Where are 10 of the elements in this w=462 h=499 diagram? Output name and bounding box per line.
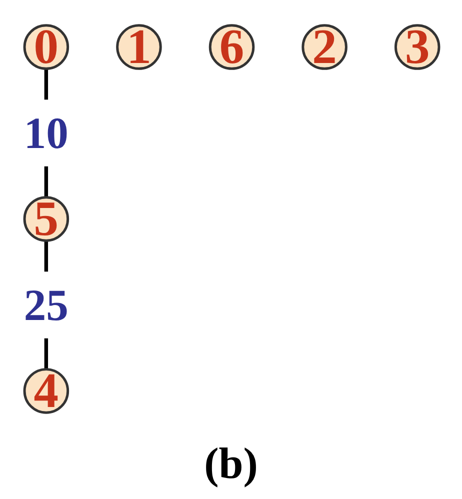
node-circle: 5 <box>22 196 69 242</box>
node-circle: 6 <box>208 24 254 70</box>
node-circle: 2 <box>301 24 347 70</box>
edge-label: 25 <box>23 280 68 330</box>
edge-label: 10 <box>23 108 68 158</box>
node-circle: 3 <box>394 24 440 70</box>
node-circle: 1 <box>116 24 162 70</box>
node-circle: 4 <box>22 368 69 414</box>
node-circle: 0 <box>22 24 69 70</box>
caption: (b) <box>204 438 258 489</box>
